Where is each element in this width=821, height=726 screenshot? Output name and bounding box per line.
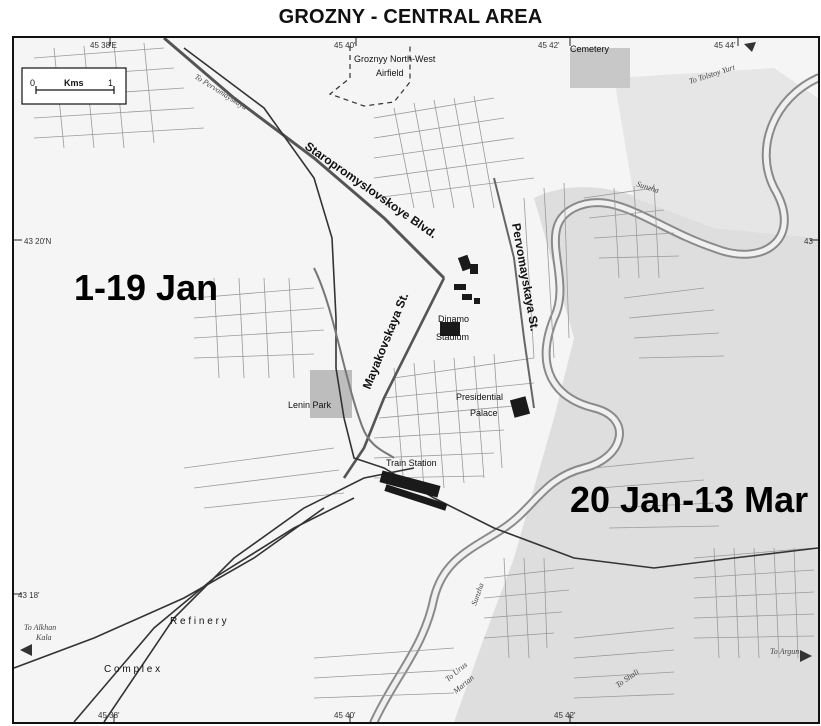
train-station-building (379, 470, 441, 498)
to-alkhan-kala-label: Kala (35, 633, 52, 642)
airfield-boundary (328, 46, 411, 107)
dinamo-label-line1: Dinamo (438, 314, 469, 324)
lat-label-20: 43 20'N (24, 237, 52, 246)
lenin-park-label: Lenin Park (288, 400, 332, 410)
map-title: GROZNY - CENTRAL AREA (278, 6, 543, 28)
railways (14, 47, 818, 722)
phase-label-jan-mar: 20 Jan-13 Mar (570, 479, 808, 520)
central-street-grid (33, 42, 815, 699)
pervomayskaya-road (493, 177, 535, 409)
airfield-label-line1: Groznyy North-West (354, 54, 436, 64)
map-frame[interactable]: 0 1 Kms 45 38'E 45 40' 45 42' 45 44' 43 … (12, 36, 820, 724)
scale-one: 1 (108, 78, 113, 88)
key-buildings (379, 254, 531, 511)
lon-bottom-label-42: 45 42' (554, 711, 576, 720)
refinery-label: R e f i n e r y (170, 616, 227, 627)
map-canvas[interactable]: 0 1 Kms 45 38'E 45 40' 45 42' 45 44' 43 … (14, 38, 818, 722)
presidential-palace-building (509, 396, 531, 418)
cemetery-label: Cemetery (570, 44, 610, 54)
to-argun-label: To Argun (770, 647, 799, 656)
scale-unit: Kms (64, 78, 84, 88)
scale-bar: 0 1 Kms (21, 67, 127, 105)
scale-zero: 0 (30, 78, 35, 88)
lon-label-38: 45 38'E (90, 41, 117, 50)
presidential-label-line1: Presidential (456, 392, 503, 402)
to-alkhan-label: To Alkhan (24, 623, 56, 632)
building-block-5 (474, 298, 480, 304)
lon-label-44: 45 44' (714, 41, 736, 50)
arrow-up-right-icon (744, 42, 756, 52)
lat-label-right: 43 (804, 237, 813, 246)
stadium-label-line2: Stadium (436, 332, 469, 342)
western-river-bend (313, 267, 395, 459)
complex-label: C o m p l e x (104, 664, 160, 675)
arrow-right-icon (800, 650, 812, 662)
dinamo-stadium-building (440, 322, 460, 336)
staropromyslovskoye-road (163, 38, 446, 280)
phase-label-jan: 1-19 Jan (74, 267, 218, 308)
lenin-park-area (310, 370, 352, 418)
mayakovskaya-road (342, 277, 446, 479)
airfield-label-line2: Airfield (376, 68, 404, 78)
sunzha-river-inner (371, 75, 818, 722)
train-station-platform (384, 484, 448, 511)
lon-label-42: 45 42' (538, 41, 560, 50)
cemetery-area (570, 48, 630, 88)
road-arrows (20, 42, 812, 662)
building-block-1 (457, 254, 473, 272)
lon-bottom-label-40: 45 40' (334, 711, 356, 720)
building-block-4 (462, 294, 472, 300)
arrow-left-icon (20, 644, 32, 656)
northeastern-built-area (614, 68, 818, 238)
scale-bar-box (21, 67, 127, 105)
palace-label-line2: Palace (470, 408, 498, 418)
lon-bottom-label-38: 45 38' (98, 711, 120, 720)
lon-label-40: 45 40' (334, 41, 356, 50)
train-station-label: Train Station (386, 458, 437, 468)
lat-label-18: 43 18' (18, 591, 40, 600)
building-block-3 (454, 284, 466, 290)
building-block-2 (470, 264, 478, 274)
grid-ticks (14, 38, 818, 722)
